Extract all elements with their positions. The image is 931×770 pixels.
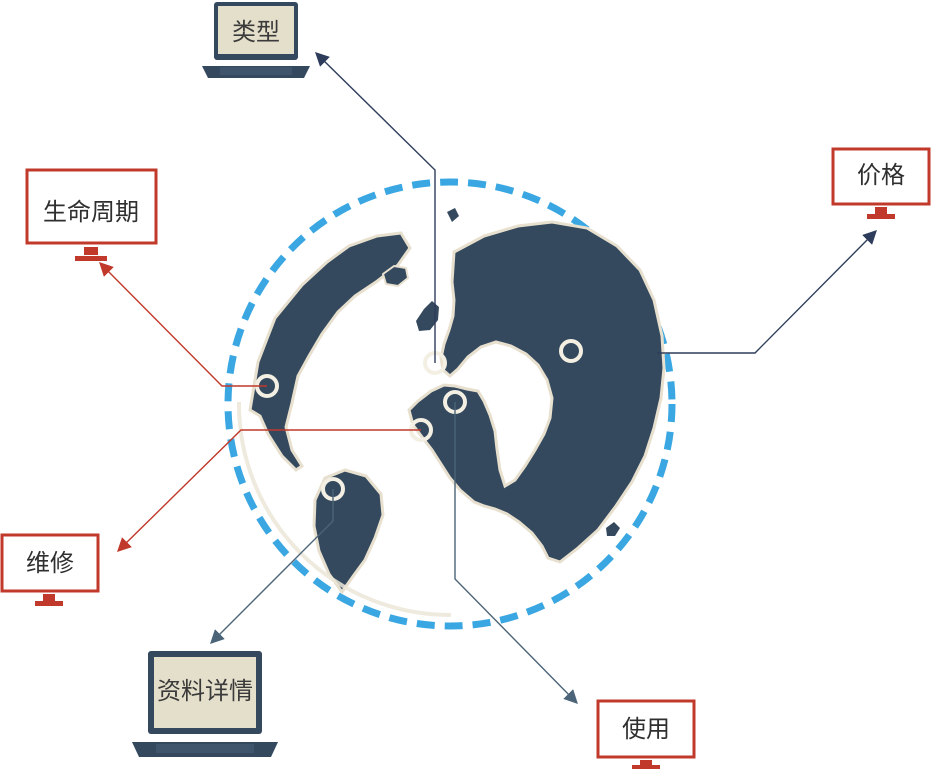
connector-type (315, 52, 436, 363)
connectors (99, 52, 877, 704)
label-type: 类型 (232, 18, 280, 46)
monitor-lifecycle: 生命周期 (25, 168, 158, 261)
label-price: 价格 (857, 161, 905, 189)
greenland-shape (381, 264, 410, 288)
uk-shape (416, 301, 439, 331)
connector-details (210, 489, 334, 644)
monitor-price: 价格 (831, 147, 931, 219)
eastern-islands-shape (606, 522, 620, 536)
connector-usage (454, 402, 578, 704)
marker-right (559, 339, 583, 363)
laptop-type: 类型 (202, 2, 310, 78)
connector-maintenance (117, 429, 421, 552)
monitor-maintenance: 维修 (0, 533, 100, 606)
monitor-usage: 使用 (596, 699, 696, 769)
laptop-details: 资料详情 (132, 651, 278, 757)
label-details: 资料详情 (157, 677, 253, 705)
connector-price (657, 230, 877, 354)
label-usage: 使用 (622, 715, 670, 743)
globe (236, 194, 666, 618)
orbit-ring (224, 178, 676, 630)
northern-island-shape (447, 208, 459, 222)
connector-lifecycle (99, 262, 267, 387)
north-america-shape (248, 231, 412, 472)
label-maintenance: 维修 (26, 549, 74, 577)
label-lifecycle: 生命周期 (43, 198, 139, 226)
eurasia-africa-shape (407, 220, 666, 564)
